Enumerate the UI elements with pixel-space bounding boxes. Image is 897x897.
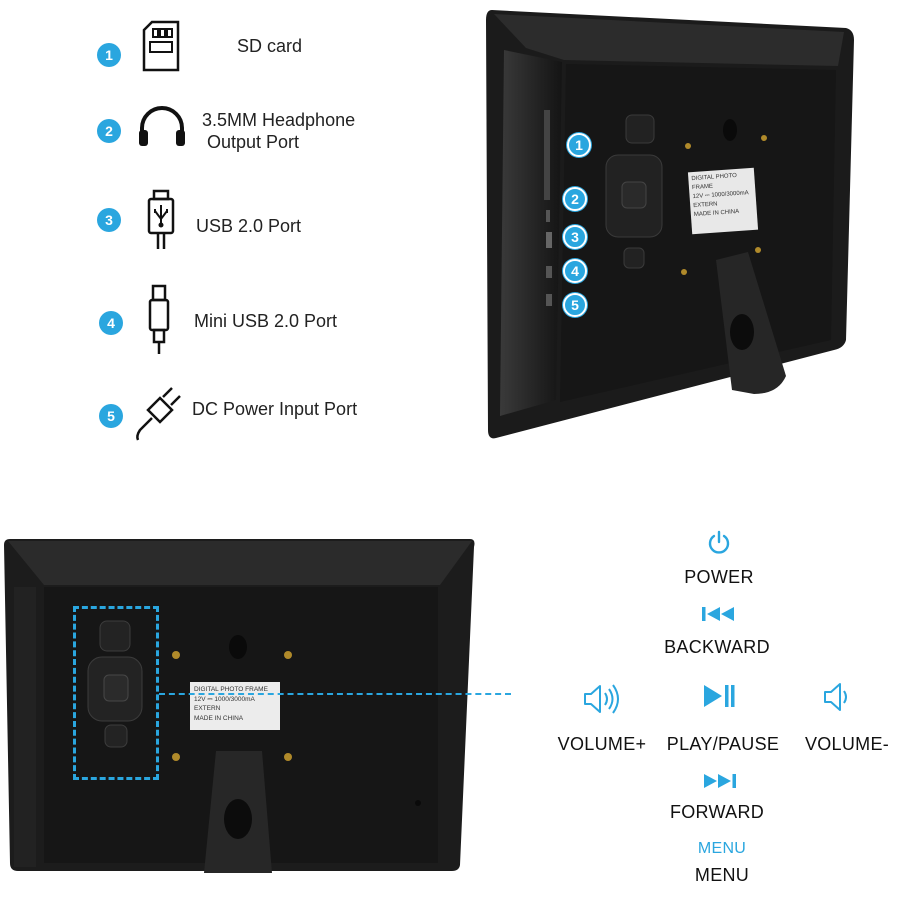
frame-callout: 2 bbox=[563, 187, 587, 211]
sticker-title: DIGITAL PHOTO FRAME bbox=[194, 686, 268, 693]
volume-minus-label: VOLUME- bbox=[804, 734, 890, 754]
volume-down-icon bbox=[822, 680, 852, 714]
port-number-badge: 3 bbox=[97, 208, 121, 232]
volume-plus-label: VOLUME+ bbox=[557, 734, 647, 754]
port-label-mini-usb: Mini USB 2.0 Port bbox=[194, 311, 338, 331]
frame-callout: 4 bbox=[563, 259, 587, 283]
port-label-sd-card: SD card bbox=[237, 36, 303, 56]
port-label-headphone: 3.5MM Headphone Output Port bbox=[202, 110, 356, 152]
usb-icon bbox=[146, 189, 176, 251]
power-plug-icon bbox=[134, 386, 184, 442]
sticker-made: MADE IN CHINA bbox=[194, 714, 244, 722]
port-label-dc-power: DC Power Input Port bbox=[192, 399, 358, 419]
sticker-extern: EXTERN bbox=[194, 705, 221, 712]
forward-icon bbox=[701, 772, 737, 790]
play-pause-label: PLAY/PAUSE bbox=[666, 734, 780, 754]
port-number-badge: 5 bbox=[99, 404, 123, 428]
forward-label: FORWARD bbox=[669, 802, 765, 822]
power-label: POWER bbox=[684, 567, 754, 587]
frame-callout: 5 bbox=[563, 293, 587, 317]
frame-callout: 1 bbox=[567, 133, 591, 157]
mini-usb-icon bbox=[146, 284, 172, 356]
menu-icon: MENU bbox=[697, 840, 747, 857]
frame-sticker: DIGITAL PHOTO FRAME 12V ⎓ 1000/3000mA EX… bbox=[687, 167, 759, 235]
frame-back-sticker: DIGITAL PHOTO FRAME 12V ⎓ 1000/3000mA EX… bbox=[190, 682, 280, 730]
port-number-badge: 4 bbox=[99, 311, 123, 335]
menu-label: MENU bbox=[694, 865, 750, 885]
volume-up-icon bbox=[582, 682, 622, 716]
port-number-badge: 1 bbox=[97, 43, 121, 67]
backward-icon bbox=[701, 605, 737, 623]
port-label-usb: USB 2.0 Port bbox=[196, 216, 302, 236]
port-number-badge: 2 bbox=[97, 119, 121, 143]
play-pause-icon bbox=[702, 683, 736, 709]
power-icon bbox=[706, 530, 732, 556]
frame-side-photo bbox=[486, 10, 856, 440]
button-highlight-box bbox=[73, 606, 159, 780]
connector-line bbox=[159, 693, 511, 695]
sticker-spec: 12V ⎓ 1000/3000mA bbox=[194, 695, 255, 703]
sd-card-icon bbox=[141, 20, 181, 72]
backward-label: BACKWARD bbox=[664, 637, 770, 657]
frame-callout: 3 bbox=[563, 225, 587, 249]
headphone-icon bbox=[136, 104, 188, 148]
